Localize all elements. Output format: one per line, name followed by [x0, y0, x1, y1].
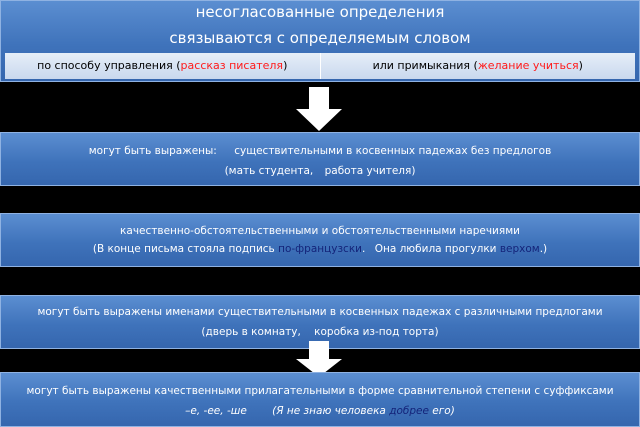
box-adverbs: качественно-обстоятельственными и обстоя… — [0, 213, 640, 267]
box2-word2: верхом — [499, 243, 540, 255]
box1-example2: работа учителя — [324, 165, 412, 177]
box4-post: его — [432, 405, 451, 417]
box3-example1: дверь в комнату, — [205, 326, 301, 338]
header-box: несогласованные определения связываются … — [0, 0, 640, 82]
down-arrow-icon — [296, 341, 342, 377]
box2-word1: по-французски — [278, 243, 362, 255]
box4-pre: Я не знаю человека — [276, 405, 386, 417]
box1-example1: мать студента, — [228, 165, 314, 177]
header-cell-right: или примыкания (желание учиться) — [372, 59, 583, 72]
box-adjectives: могут быть выражены качественными прилаг… — [0, 372, 640, 427]
box1-line1: могут быть выражены: существительными в … — [1, 144, 639, 158]
header-right-text: или примыкания — [372, 59, 471, 72]
box3-line1: могут быть выражены именами существитель… — [37, 306, 603, 318]
box3-line2: (дверь в комнату, коробка из-под торта) — [201, 326, 439, 338]
box2-pre1: В конце письма стояла подпись — [96, 243, 275, 255]
header-cell-left: по способу управления (рассказ писателя) — [5, 53, 321, 79]
box2-pre2: Она любила прогулки — [374, 243, 497, 255]
header-title-line1: несогласованные определения — [195, 3, 445, 21]
box1-line2: (мать студента, работа учителя) — [224, 165, 416, 177]
header-subrow: по способу управления (рассказ писателя)… — [5, 53, 635, 79]
header-left-text: по способу управления — [37, 59, 173, 72]
box1-text: существительными в косвенных падежах без… — [234, 145, 552, 157]
box4-suffixes: –е, -ее, -ше — [185, 405, 247, 417]
box4-line2: –е, -ее, -ше (Я не знаю человека добрее … — [1, 404, 639, 418]
box3-example2: коробка — [314, 326, 360, 338]
box4-example: (Я не знаю человека добрее его) — [272, 405, 455, 417]
down-arrow-icon — [296, 87, 342, 131]
box1-label: могут быть выражены: — [88, 145, 217, 157]
box-nouns-prep: могут быть выражены именами существитель… — [0, 295, 640, 349]
header-right-example: желание учиться — [477, 59, 579, 72]
box3-example3: из-под торта — [362, 326, 435, 338]
box2-line1: качественно-обстоятельственными и обстоя… — [120, 225, 520, 237]
box2-line2: (В конце письма стояла подпись по-францу… — [92, 243, 548, 255]
box-nouns-no-prep: могут быть выражены: существительными в … — [0, 132, 640, 186]
box4-line1: могут быть выражены качественными прилаг… — [26, 385, 614, 397]
box4-word: добрее — [389, 405, 429, 417]
header-title-line2: связываются с определяемым словом — [169, 29, 471, 47]
header-left-example: рассказ писателя — [180, 59, 284, 72]
